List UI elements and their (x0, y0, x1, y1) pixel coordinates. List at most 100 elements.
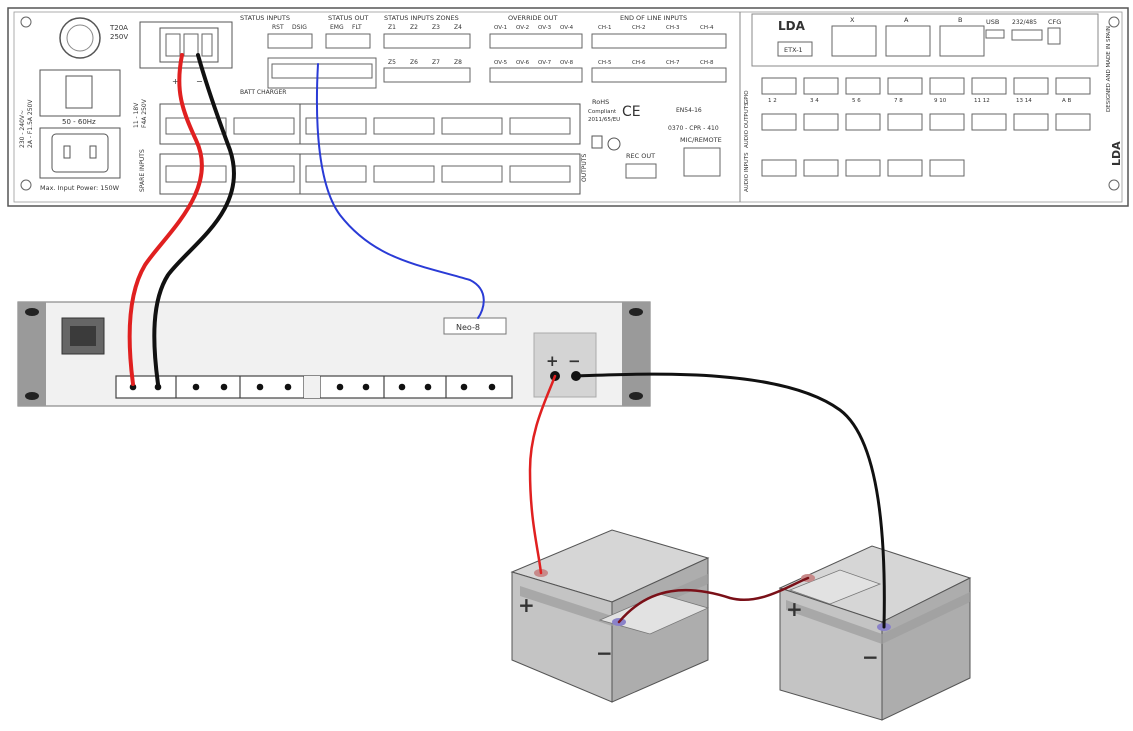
power-switch-icon (65, 75, 93, 109)
svg-text:CH-2: CH-2 (632, 25, 645, 31)
compliance-block: RoHS Compliant 2011/65/EU CE EN54-16 037… (588, 98, 722, 179)
svg-text:X: X (850, 16, 855, 24)
svg-text:232/485: 232/485 (1012, 19, 1037, 26)
svg-text:USB: USB (986, 18, 999, 26)
svg-text:AUDIO OUTPUTS: AUDIO OUTPUTS (744, 102, 750, 148)
svg-text:RoHS: RoHS (592, 98, 609, 106)
svg-text:CH-3: CH-3 (666, 25, 680, 31)
battery-1-minus-label: − (596, 641, 613, 665)
svg-text:B: B (958, 16, 962, 24)
svg-text:REC OUT: REC OUT (626, 152, 655, 160)
svg-text:Z2: Z2 (410, 24, 418, 31)
fuse-rating: T20A (109, 24, 128, 32)
svg-text:OV-7: OV-7 (538, 60, 552, 66)
svg-text:EN54-16: EN54-16 (676, 107, 702, 114)
svg-text:11 12: 11 12 (974, 98, 990, 104)
svg-text:CH-7: CH-7 (666, 60, 680, 66)
battery-charger-unit: Neo-8 + − (17, 301, 651, 407)
svg-text:CH-1: CH-1 (598, 25, 611, 31)
svg-text:GPIO: GPIO (744, 90, 750, 104)
svg-text:FLT: FLT (352, 24, 362, 31)
svg-text:Z3: Z3 (432, 24, 440, 31)
iec-socket-icon (51, 133, 109, 173)
io-rows: GPIO AUDIO OUTPUTS AUDIO INPUTS 1 2 3 4 … (744, 77, 1123, 192)
svg-text:A: A (904, 16, 909, 24)
usb-port-icon (985, 29, 1005, 39)
ethernet-port-a (885, 25, 931, 57)
model-label: ETX-1 (784, 46, 803, 54)
ethernet-port-b (939, 25, 985, 57)
weee-bin-icon (591, 135, 603, 149)
rack-screw-icon (25, 392, 39, 400)
rec-out-terminal (625, 163, 657, 179)
wire-panel-positive (127, 53, 204, 386)
fuse-holder-icon (59, 17, 101, 59)
outputs-label: OUTPUTS (581, 154, 588, 182)
svg-text:OV-2: OV-2 (516, 25, 529, 31)
screw-icon (1108, 179, 1120, 191)
svg-text:EMG: EMG (330, 24, 344, 31)
charger-label: Neo-8 (456, 323, 480, 332)
battery-2-plus-label: + (786, 597, 803, 621)
charger-minus-label: − (568, 352, 581, 370)
fuse-voltage: 250V (110, 33, 128, 41)
svg-text:OV-6: OV-6 (516, 60, 530, 66)
svg-text:13 14: 13 14 (1016, 98, 1032, 104)
status-inputs-block: STATUS INPUTS RST DSIG STATUS OUT EMG FL… (240, 14, 471, 96)
mains-frequency: 50 - 60Hz (62, 118, 96, 126)
battery-2-minus-label: − (862, 645, 879, 669)
end-of-line-block: END OF LINE INPUTS CH-1 CH-2 CH-3 CH-4 C… (591, 14, 727, 83)
svg-text:Z8: Z8 (454, 59, 462, 66)
wire-panel-negative (152, 53, 237, 386)
svg-text:5 6: 5 6 (852, 98, 861, 104)
mains-voltage: 230 - 240V~ (19, 110, 26, 148)
svg-text:OVERRIDE OUT: OVERRIDE OUT (508, 14, 558, 22)
screw-icon (1108, 16, 1120, 28)
svg-text:CFG: CFG (1048, 18, 1061, 26)
svg-text:−: − (196, 77, 203, 86)
wire-battery-link (617, 576, 810, 624)
svg-text:CH-6: CH-6 (632, 60, 646, 66)
screw-icon (20, 179, 32, 191)
speaker-outputs-middle: OUTPUTS (299, 103, 588, 195)
override-out-block: OVERRIDE OUT OV-1 OV-2 OV-3 OV-4 OV-5 OV… (489, 14, 583, 83)
charger-plus-label: + (546, 352, 559, 370)
rj45-port-icon (683, 147, 721, 177)
wire-battery-positive (528, 374, 557, 575)
screw-icon (20, 16, 32, 28)
recycle-icon (607, 137, 621, 151)
status-inputs-zones-label: STATUS INPUTS ZONES (384, 14, 459, 22)
brand-logo: LDA (778, 19, 806, 33)
svg-text:Z4: Z4 (454, 24, 462, 31)
svg-text:Z7: Z7 (432, 59, 440, 66)
svg-text:OV-3: OV-3 (538, 25, 552, 31)
svg-text:Z6: Z6 (410, 59, 418, 66)
ce-mark: CE (622, 104, 641, 120)
svg-text:OV-4: OV-4 (560, 25, 574, 31)
spare-inputs-label: SPARE INPUTS (139, 149, 146, 192)
rack-screw-icon (629, 308, 643, 316)
svg-text:DESIGNED AND MADE IN SPAIN: DESIGNED AND MADE IN SPAIN (1106, 26, 1112, 112)
wire-signal (315, 63, 485, 319)
svg-text:Z1: Z1 (388, 24, 396, 31)
svg-text:CH-4: CH-4 (700, 25, 714, 31)
svg-text:DSIG: DSIG (292, 24, 307, 31)
rack-screw-icon (629, 392, 643, 400)
svg-text:0370 - CPR - 410: 0370 - CPR - 410 (668, 125, 719, 132)
status-out-label: STATUS OUT (328, 14, 368, 22)
battery-output-box (533, 332, 597, 398)
wire-battery-negative (574, 372, 886, 629)
svg-text:RST: RST (272, 24, 284, 31)
ethernet-port-x (831, 25, 877, 57)
svg-text:+: + (172, 77, 179, 86)
rear-panel: T20A 250V 50 - 60Hz Max. Input Power: 15… (7, 7, 1129, 207)
rack-screw-icon (25, 308, 39, 316)
svg-text:1 2: 1 2 (768, 98, 777, 104)
svg-text:END OF LINE INPUTS: END OF LINE INPUTS (620, 14, 687, 22)
dc-input-voltage: 11 - 18V (133, 102, 140, 128)
mains-fuse: 2A - F1.5A 250V (27, 99, 34, 148)
svg-text:OV-8: OV-8 (560, 60, 574, 66)
svg-text:CH-8: CH-8 (700, 60, 714, 66)
svg-text:2011/65/EU: 2011/65/EU (588, 117, 620, 123)
